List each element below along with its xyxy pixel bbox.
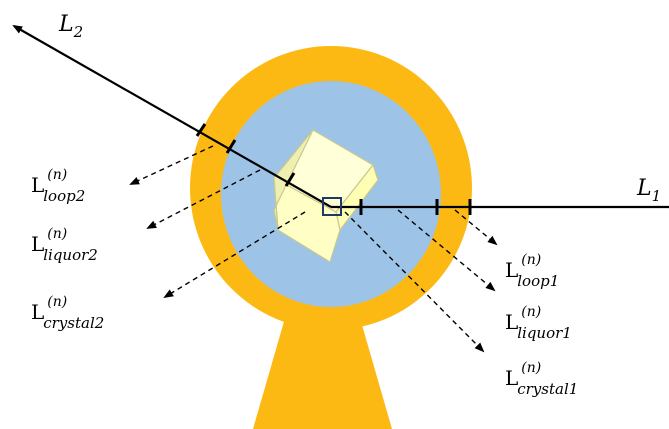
tick-l2-crystal (284, 172, 296, 187)
loop-stem (253, 318, 392, 429)
arrow-liquor2 (146, 169, 261, 229)
beam-l2-label: L2 (58, 12, 83, 41)
label-liquor2: L(n)liquor2 (31, 226, 98, 264)
label-liquor1: L(n)liquor1 (505, 304, 572, 342)
beam-l1-label: L1 (636, 176, 661, 205)
label-crystal1: L(n)crystal1 (505, 360, 578, 398)
label-loop2: L(n)loop2 (31, 167, 85, 205)
beam-l1-index: 1 (652, 187, 662, 205)
beam-l2-line (12, 25, 332, 208)
arrow-loop2 (129, 145, 214, 185)
tick-l2-loop-outer (195, 123, 207, 137)
arrow-crystal2 (163, 211, 306, 299)
beam-l2-index: 2 (73, 23, 84, 41)
voxel-marker (322, 197, 342, 216)
tick-l2-loop-inner (225, 139, 237, 154)
arrow-crystal1 (344, 211, 485, 353)
label-loop1: L(n)loop1 (505, 252, 559, 290)
arrow-liquor1 (397, 209, 496, 292)
label-crystal2: L(n)crystal2 (31, 294, 104, 332)
